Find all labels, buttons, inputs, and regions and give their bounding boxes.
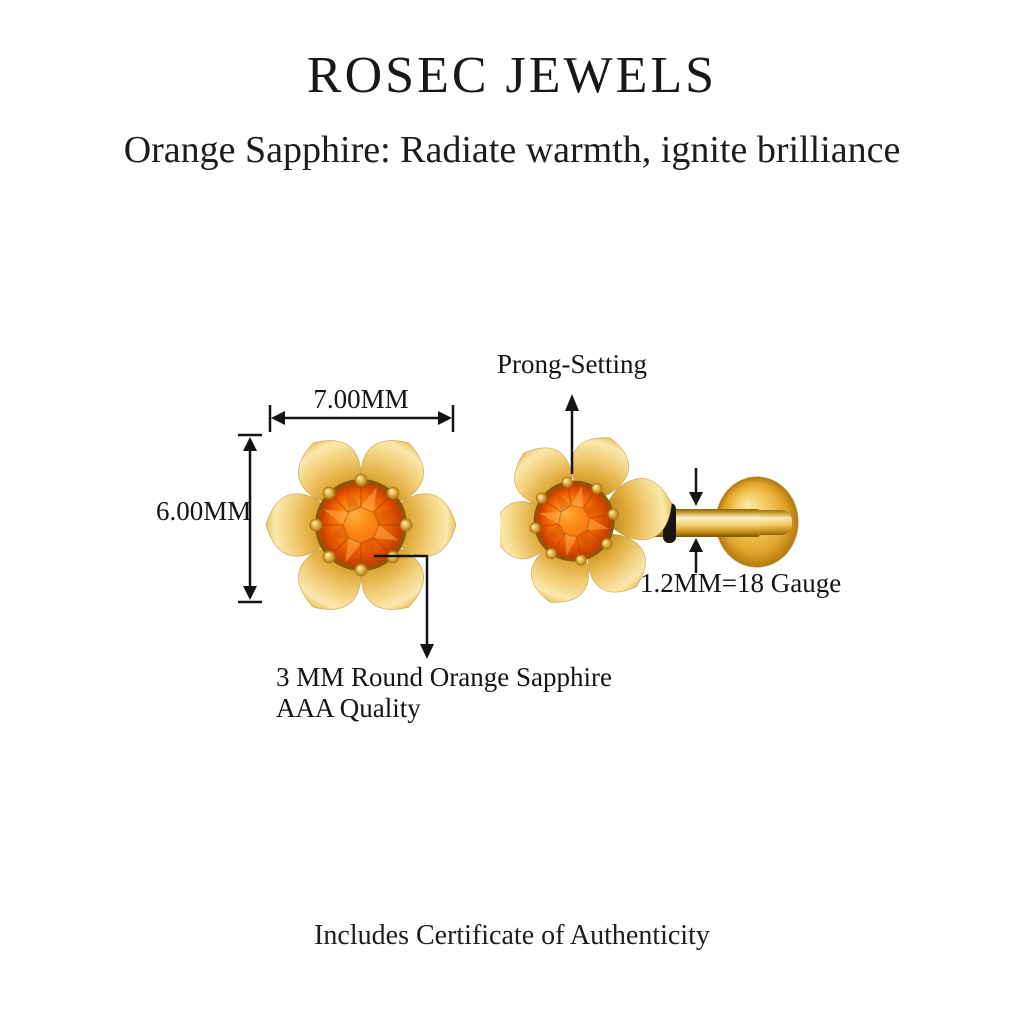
earring-side-view-image bbox=[500, 437, 799, 603]
brand-tagline: Orange Sapphire: Radiate warmth, ignite … bbox=[123, 129, 901, 171]
certificate-note: Includes Certificate of Authenticity bbox=[314, 920, 710, 951]
prong-beads-side bbox=[529, 476, 619, 566]
brand-title: ROSEC JEWELS bbox=[306, 47, 718, 104]
gauge-label: 1.2MM=18 Gauge bbox=[640, 568, 842, 598]
prong-beads bbox=[309, 473, 413, 577]
prong-setting-label: Prong-Setting bbox=[497, 349, 648, 379]
width-measurement-label: 7.00MM bbox=[313, 384, 409, 414]
gemstone-side bbox=[533, 480, 615, 562]
stone-description-line1: 3 MM Round Orange Sapphire bbox=[276, 662, 612, 692]
stone-description-line2: AAA Quality bbox=[276, 693, 421, 723]
stone-description-label: 3 MM Round Orange Sapphire AAA Quality bbox=[276, 662, 612, 724]
gemstone bbox=[315, 479, 407, 571]
earring-front-view-image bbox=[265, 440, 457, 610]
height-measurement-label: 6.00MM bbox=[156, 496, 252, 526]
